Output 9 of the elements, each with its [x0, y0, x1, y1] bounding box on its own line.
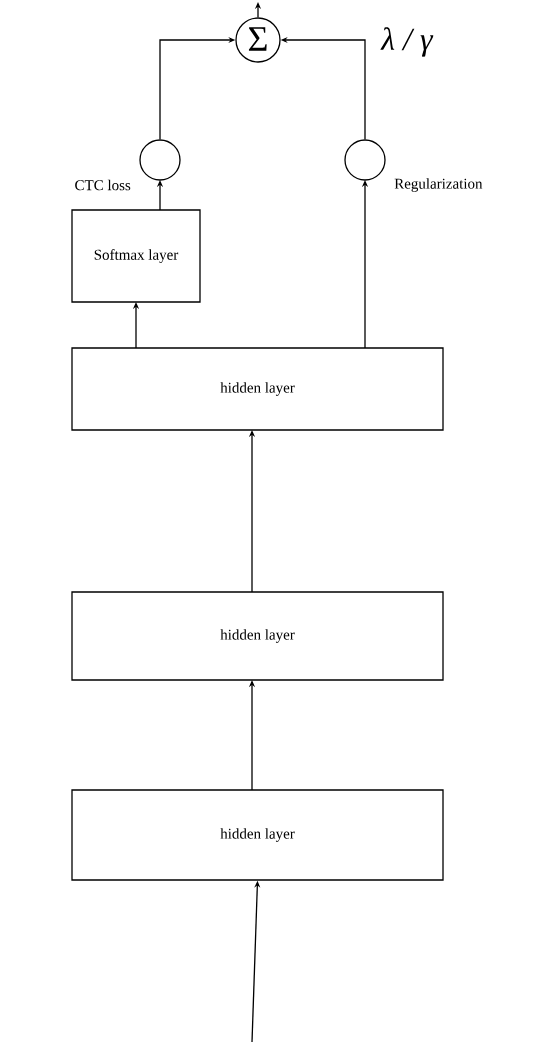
layer-box: hidden layer — [71, 347, 444, 431]
circle-node — [344, 139, 386, 181]
layer-box: hidden layer — [71, 789, 444, 881]
node-caption: Regularization — [394, 178, 483, 192]
layer-box: hidden layer — [71, 591, 444, 681]
circle-node — [139, 139, 181, 181]
edge-label: λ / γ — [380, 26, 434, 58]
node-caption: CTC loss — [75, 179, 131, 191]
layer-box: Softmax layer — [71, 209, 201, 303]
